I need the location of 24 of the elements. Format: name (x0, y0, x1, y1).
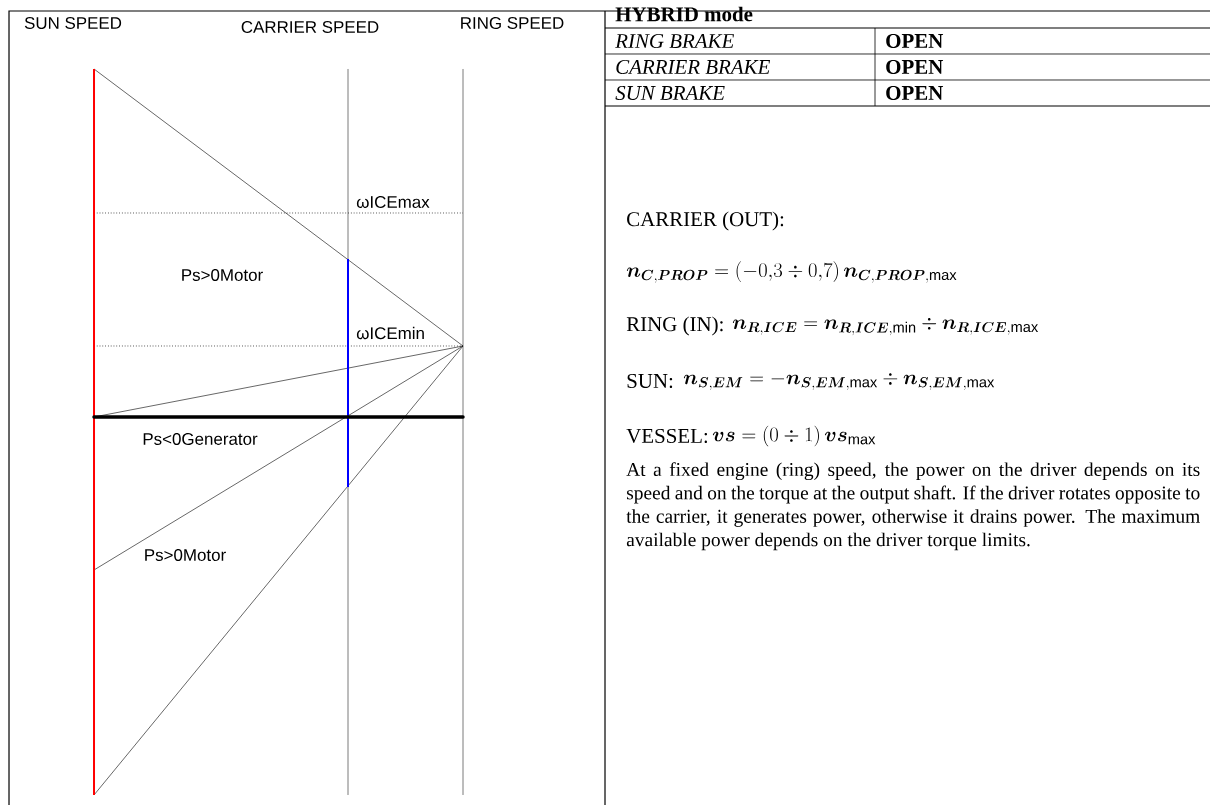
formula: $\boldsymbol{n}_{\boldsymbol{C},\boldsymbol{PROP}}=\left(-0{,}3\div 0{,}7\right)\boldsymbol{n}_{\boldsymbol{C},\boldsymbol{PROP},\mathrm{max}}$ (626, 261, 957, 283)
table-cell: OPEN (886, 33, 944, 49)
text-line: VESSEL: (626, 428, 708, 444)
table-cell: RING BRAKE (615, 33, 734, 48)
axis-label: RING SPEED (461, 17, 564, 29)
table-cell: OPEN (886, 85, 944, 101)
text-line: RING (IN): (626, 316, 723, 336)
region-label: Ps<0Generator (143, 433, 258, 445)
table-cell: SUN BRAKE (615, 85, 725, 101)
region-label: Ps>0Motor (145, 549, 226, 561)
table-cell: CARRIER BRAKE (616, 59, 770, 74)
formula: $\boldsymbol{vs}=\left(0\div 1\right)\boldsymbol{vs}_{\mathrm{max}}$ (712, 425, 876, 447)
region-label: Ps>0Motor (182, 269, 263, 281)
speed-label: ωICEmin (356, 326, 424, 340)
table-header: HYBRID mode (615, 6, 753, 22)
speed-label: ωICEmax (356, 196, 430, 208)
text-line: SUN: (627, 373, 673, 389)
axis-label: SUN SPEED (24, 17, 122, 29)
text-line: CARRIER (OUT): (627, 211, 784, 231)
table-cell: OPEN (886, 59, 944, 75)
axis-label: CARRIER SPEED (241, 21, 379, 33)
formula: $\boldsymbol{n}_{\boldsymbol{R},\boldsymbol{ICE}}=\boldsymbol{n}_{\boldsymbol{R},\boldsymbol{ICE},\mathrm{min}}\div\boldsymbol{n}_{\boldsymbol{R},\boldsymbol{ICE},\mathrm{max}}$ (732, 317, 1039, 336)
formula: $\boldsymbol{n}_{\boldsymbol{S},\boldsymbol{EM}}=-\boldsymbol{n}_{\boldsymbol{S},\boldsymbol{EM},\mathrm{max}}\div\boldsymbol{n}_{\boldsymbol{S},\boldsymbol{EM},\mathrm{max}}$ (683, 373, 995, 390)
paragraph: At a fixed engine (ring) speed, the power on the driver depends on its speed and on the torque at the output shaft. If the driver rotates opposite to the carrier, it generates power, otherwise it drains power. The maximum available power depends on the driver torque limits. (626, 462, 1200, 551)
